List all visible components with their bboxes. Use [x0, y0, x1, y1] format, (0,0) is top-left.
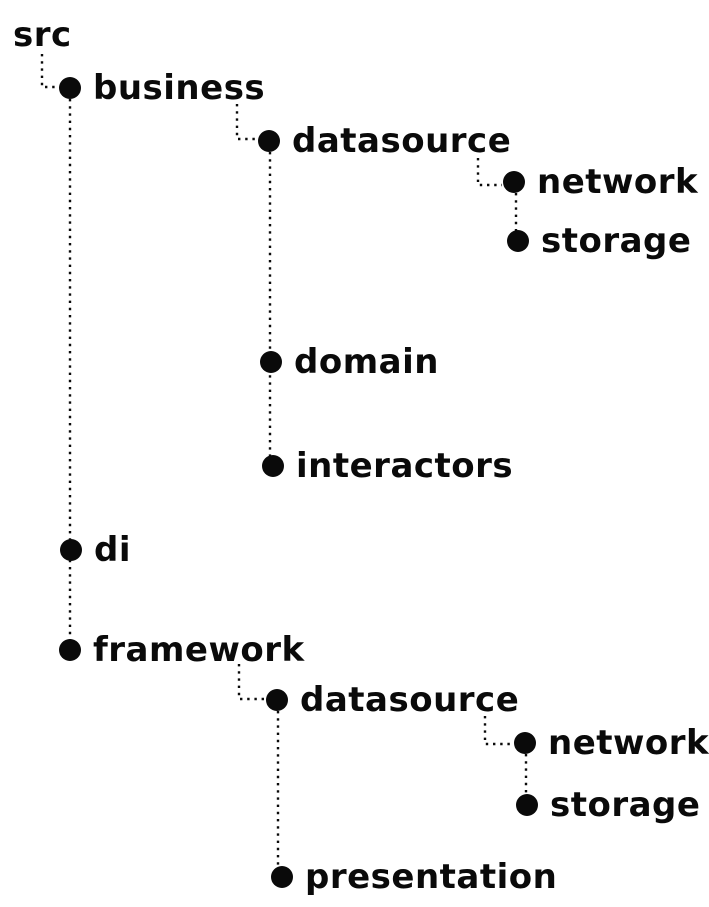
- node-label: presentation: [305, 857, 558, 897]
- bullet-icon: [514, 732, 536, 754]
- node-framework-datasource: datasource: [266, 680, 520, 720]
- node-framework-presentation: presentation: [271, 857, 558, 897]
- connector-framework-datasource: [237, 664, 265, 701]
- bullet-icon: [59, 77, 81, 99]
- node-label: src: [13, 15, 72, 55]
- connector-datasource-network: [476, 158, 502, 187]
- node-framework-datasource-storage: storage: [516, 785, 701, 825]
- bullet-icon: [260, 351, 282, 373]
- node-label: network: [537, 162, 699, 202]
- node-label: domain: [294, 342, 439, 382]
- node-framework-datasource-network: network: [514, 723, 709, 763]
- node-label: datasource: [300, 680, 520, 720]
- node-label: di: [94, 530, 131, 570]
- node-business-datasource: datasource: [258, 121, 512, 161]
- node-business-domain: domain: [260, 342, 439, 382]
- node-label: interactors: [296, 446, 514, 486]
- bullet-icon: [503, 171, 525, 193]
- node-label: storage: [550, 785, 701, 825]
- node-business-datasource-network: network: [503, 162, 699, 202]
- connector-business-datasource: [235, 104, 257, 141]
- node-business-datasource-storage: storage: [507, 221, 692, 261]
- bullet-icon: [507, 230, 529, 252]
- node-label: network: [548, 723, 709, 763]
- bullet-icon: [59, 639, 81, 661]
- node-label: framework: [93, 630, 305, 670]
- node-framework: framework: [59, 630, 305, 670]
- connector-src-business: [40, 54, 56, 89]
- node-label: storage: [541, 221, 692, 261]
- bullet-icon: [262, 455, 284, 477]
- bullet-icon: [266, 689, 288, 711]
- bullet-icon: [258, 130, 280, 152]
- node-di: di: [60, 530, 131, 570]
- bullet-icon: [516, 794, 538, 816]
- node-business: business: [59, 68, 266, 108]
- node-label: datasource: [292, 121, 512, 161]
- connector-datasource2-network: [483, 716, 513, 746]
- node-src: src: [13, 18, 72, 52]
- bullet-icon: [271, 866, 293, 888]
- node-label: business: [93, 68, 266, 108]
- bullet-icon: [60, 539, 82, 561]
- node-business-interactors: interactors: [262, 446, 514, 486]
